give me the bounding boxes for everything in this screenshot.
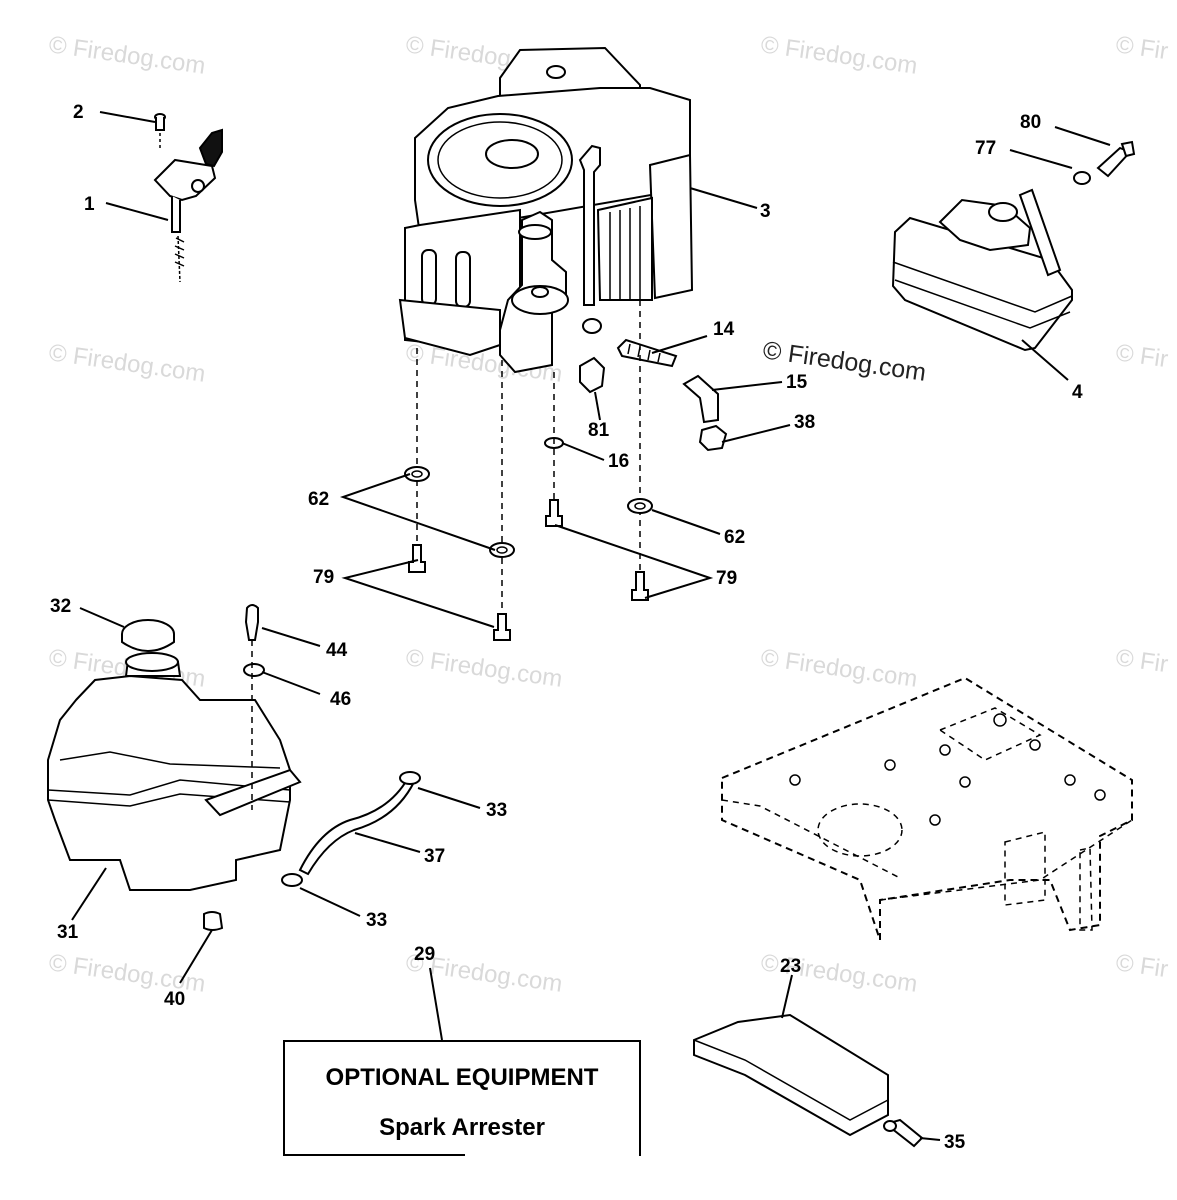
watermark: © Firedog.com <box>47 339 207 388</box>
callout-33-bottom: 33 <box>366 910 387 931</box>
callout-33-top: 33 <box>486 800 507 821</box>
callout-37: 37 <box>424 846 445 867</box>
fuel-tank-drawing <box>47 604 302 931</box>
watermark: © Firedog.com <box>759 644 919 693</box>
optional-equipment-title: OPTIONAL EQUIPMENT <box>325 1064 599 1091</box>
engine-drawing <box>398 46 694 374</box>
callout-4: 4 <box>1072 382 1083 403</box>
callout-31: 31 <box>57 922 79 943</box>
leader-lines <box>71 111 1111 1141</box>
watermark: © Firedog.com <box>759 31 919 80</box>
muffler-drawing <box>891 140 1136 352</box>
callout-14: 14 <box>713 319 735 340</box>
callout-40: 40 <box>164 989 185 1010</box>
callout-16: 16 <box>608 451 629 472</box>
fuel-hose-drawing <box>281 771 421 887</box>
optional-equipment-box: OPTIONAL EQUIPMENT Spark Arrester <box>283 1040 641 1156</box>
fuel-fittings-drawing <box>544 338 728 452</box>
callout-81: 81 <box>588 420 610 441</box>
callout-32: 32 <box>50 596 71 617</box>
callout-44: 44 <box>326 640 348 661</box>
watermark: © Fir <box>1114 339 1170 373</box>
frame-drawing <box>721 676 1133 941</box>
optional-box-bottom-line <box>283 1154 465 1156</box>
callout-62-right: 62 <box>724 527 745 548</box>
heat-shield-drawing <box>693 1013 924 1148</box>
watermark: © Fir <box>1114 644 1170 678</box>
callout-1: 1 <box>84 194 95 215</box>
watermark: © Fir <box>1114 949 1170 983</box>
callout-79-left: 79 <box>313 567 334 588</box>
callout-35: 35 <box>944 1132 966 1153</box>
callout-62-left: 62 <box>308 489 329 510</box>
callout-38: 38 <box>794 412 815 433</box>
callout-29: 29 <box>414 944 435 965</box>
callout-23: 23 <box>780 956 801 977</box>
callout-79-right: 79 <box>716 568 737 589</box>
optional-equipment-subtitle: Spark Arrester <box>379 1114 545 1141</box>
mounting-hardware-drawing <box>404 300 653 641</box>
watermark: © Firedog.com <box>404 644 564 693</box>
throttle-control-drawing <box>153 113 223 283</box>
watermark: © Fir <box>1114 31 1170 65</box>
callout-3: 3 <box>760 201 771 222</box>
callout-15: 15 <box>786 372 808 393</box>
callout-77: 77 <box>975 138 996 159</box>
callout-numbers: 2 1 3 4 80 77 14 15 38 81 16 62 62 79 79… <box>50 102 1083 1153</box>
callout-46: 46 <box>330 689 351 710</box>
watermark: © Firedog.com <box>47 31 207 80</box>
callout-2: 2 <box>73 102 84 123</box>
callout-80: 80 <box>1020 112 1041 133</box>
